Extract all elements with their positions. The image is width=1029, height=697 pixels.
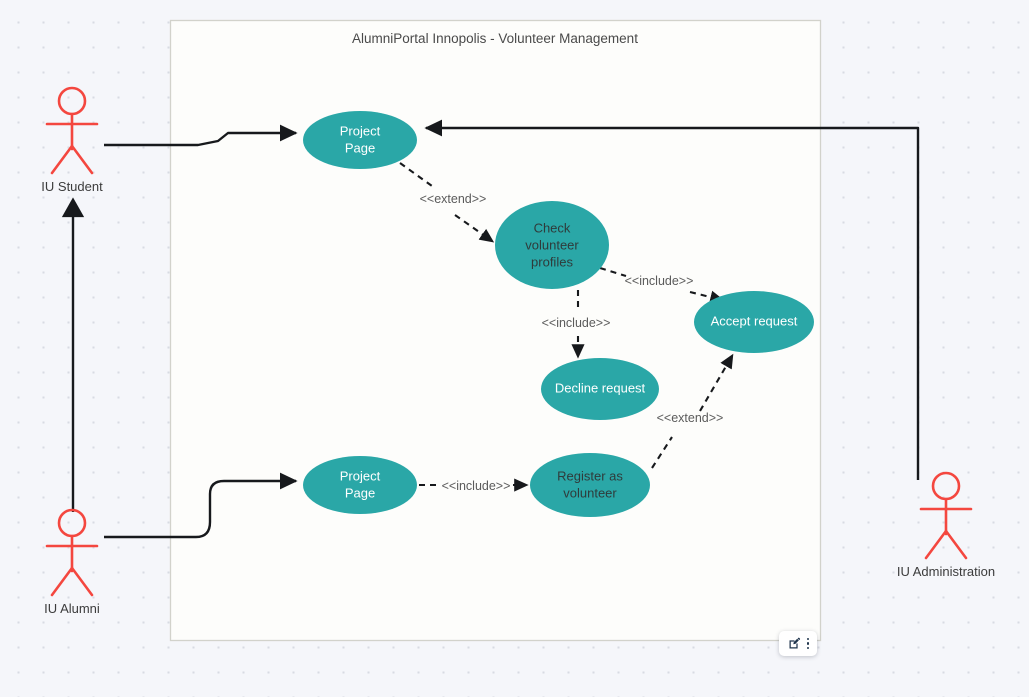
system-boundary-title: AlumniPortal Innopolis - Volunteer Manag…: [352, 31, 638, 46]
use-case-register-as-volunteer[interactable]: Register as volunteer: [530, 453, 650, 517]
use-case-label-line1: Register as: [557, 468, 623, 483]
edit-square-icon[interactable]: [787, 636, 802, 651]
actor-stick-figure-icon: [45, 508, 99, 597]
stereotype-label-include-register-accept: <<extend>>: [657, 411, 724, 425]
use-case-label-line1: Decline request: [555, 380, 646, 395]
use-case-accept-request[interactable]: Accept request: [694, 291, 814, 353]
use-case-label-line1: Accept request: [711, 313, 798, 328]
actor-label: IU Administration: [897, 564, 995, 579]
use-case-label-line1: Check: [534, 220, 571, 235]
actor-label: IU Alumni: [44, 601, 100, 616]
more-vertical-icon[interactable]: [806, 637, 810, 650]
use-case-label-line2: volunteer: [563, 485, 617, 500]
actor-stick-figure-icon: [45, 86, 99, 175]
use-case-project-page-top[interactable]: Project Page: [303, 111, 417, 169]
connector-project-page-extend-check[interactable]: [399, 162, 492, 241]
connector-student-to-project-page[interactable]: [104, 124, 298, 147]
use-case-decline-request[interactable]: Decline request: [541, 358, 659, 420]
floating-toolbar[interactable]: [779, 631, 817, 656]
actor-stick-figure-icon: [919, 471, 973, 560]
stereotype-label-include-decline: <<include>>: [542, 316, 611, 330]
use-case-label-line2: volunteer: [525, 237, 579, 252]
use-case-label-line2: Page: [345, 140, 375, 155]
stereotype-label-extend-register: <<include>>: [442, 479, 511, 493]
use-case-label-line2: Page: [345, 485, 375, 500]
connector-administration-to-project-page[interactable]: [424, 119, 920, 480]
actor-iu-student[interactable]: IU Student: [41, 86, 103, 194]
actor-label: IU Student: [41, 179, 103, 194]
use-case-check-volunteer-profiles[interactable]: Check volunteer profiles: [495, 201, 609, 289]
use-case-label-line1: Project: [340, 123, 381, 138]
connector-alumni-to-project-page[interactable]: [104, 472, 298, 539]
actor-iu-alumni[interactable]: IU Alumni: [44, 508, 100, 616]
use-case-label-line3: profiles: [531, 254, 573, 269]
stereotype-label-include-accept: <<include>>: [625, 274, 694, 288]
use-case-label-line1: Project: [340, 468, 381, 483]
stereotype-label-extend-check: <<extend>>: [420, 192, 487, 206]
use-case-project-page-bottom[interactable]: Project Page: [303, 456, 417, 514]
actor-iu-administration[interactable]: IU Administration: [897, 471, 995, 579]
